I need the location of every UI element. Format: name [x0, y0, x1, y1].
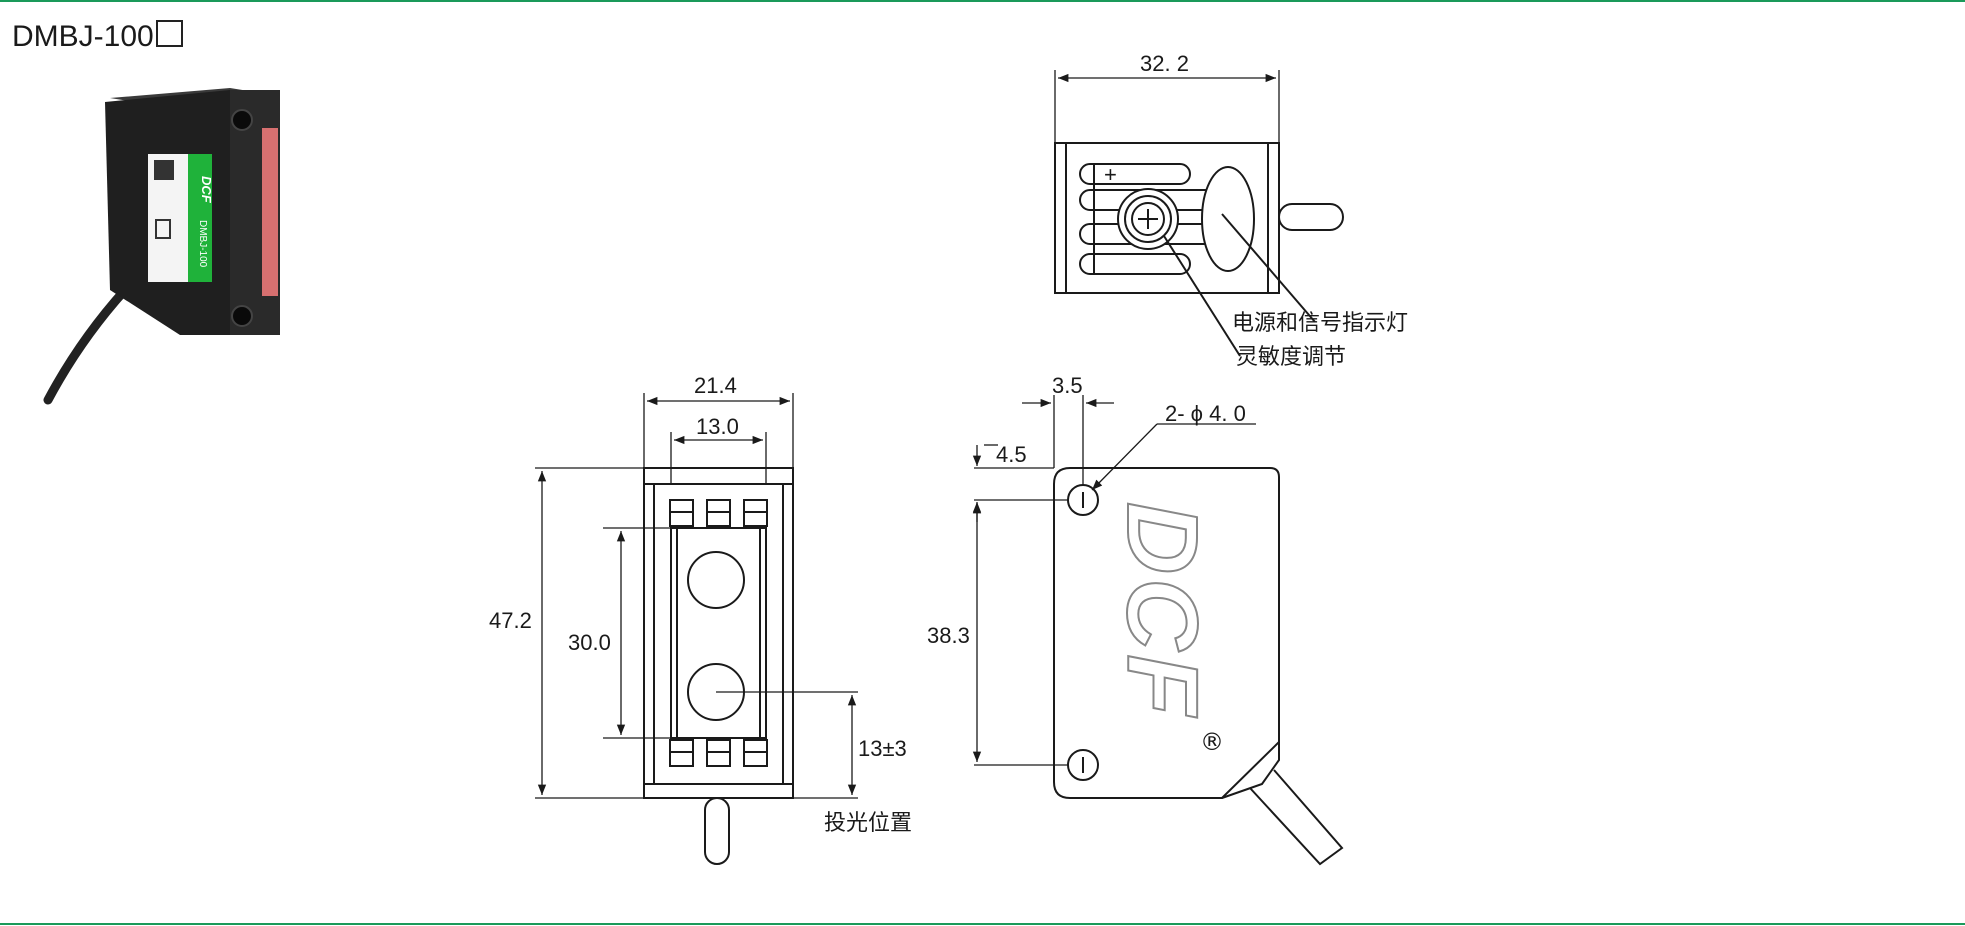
dim-top-width [1054, 70, 1280, 143]
dim-front [535, 393, 858, 799]
front-view-cable [704, 797, 730, 865]
dim-front-outer-width: 21.4 [694, 373, 737, 398]
front-view [643, 467, 794, 865]
front-lens-window [670, 527, 767, 739]
front-top-tabs [669, 499, 768, 527]
side-view [1053, 467, 1344, 866]
sensor-photo: DCF DMBJ-100 [43, 88, 280, 405]
label-warning-icon [155, 219, 171, 239]
side-logo: DCF [1106, 502, 1218, 720]
sensor-cable [43, 285, 130, 405]
receiver-lens [687, 551, 745, 609]
label-indicator: 电源和信号指示灯 [1232, 311, 1408, 336]
dim-side-hole-offset-y: 4.5 [996, 442, 1027, 467]
dim-side [972, 395, 1256, 766]
leader-sensitivity [1163, 235, 1241, 357]
dim-emit-offset: 13±3 [858, 736, 907, 761]
top-rule [0, 0, 1965, 2]
model-title: DMBJ-100 [12, 20, 183, 54]
dim-side-hole-offset-x: 3.5 [1052, 373, 1083, 398]
indicator-led [1201, 166, 1255, 272]
sensor-lens-window [262, 128, 278, 296]
product-label-stripe [188, 154, 212, 282]
photo-brand: DCF [199, 176, 214, 204]
dim-front-height: 47.2 [489, 608, 532, 633]
registered-mark: ® [1200, 728, 1224, 756]
model-suffix-box [155, 20, 183, 47]
top-view: + [1054, 142, 1344, 357]
dim-side-hole-spec: 2- ϕ 4. 0 [1165, 401, 1246, 426]
top-view-cable [1278, 203, 1344, 231]
dim-front-window-height: 30.0 [568, 630, 611, 655]
side-view-cable [1249, 769, 1344, 866]
front-view-body [643, 467, 794, 799]
side-cable-gland [1221, 742, 1280, 799]
polarity-plus-icon: + [1104, 162, 1117, 187]
bottom-rule [0, 923, 1965, 925]
mount-hole-bottom [231, 305, 253, 327]
mount-hole-top [231, 109, 253, 131]
side-view-body [1053, 467, 1280, 799]
label-emit-position: 投光位置 [824, 811, 912, 836]
model-name: DMBJ-100 [12, 20, 154, 53]
dim-side-hole-pitch: 38.3 [927, 623, 970, 648]
dim-top-width-label: 32. 2 [1140, 51, 1189, 76]
dim-front-inner-width: 13.0 [696, 414, 739, 439]
qr-code-icon [154, 160, 174, 180]
front-bottom-tabs [669, 739, 768, 767]
leader-indicator [1221, 213, 1316, 323]
label-sensitivity: 灵敏度调节 [1236, 345, 1346, 370]
photo-model: DMBJ-100 [197, 220, 208, 268]
